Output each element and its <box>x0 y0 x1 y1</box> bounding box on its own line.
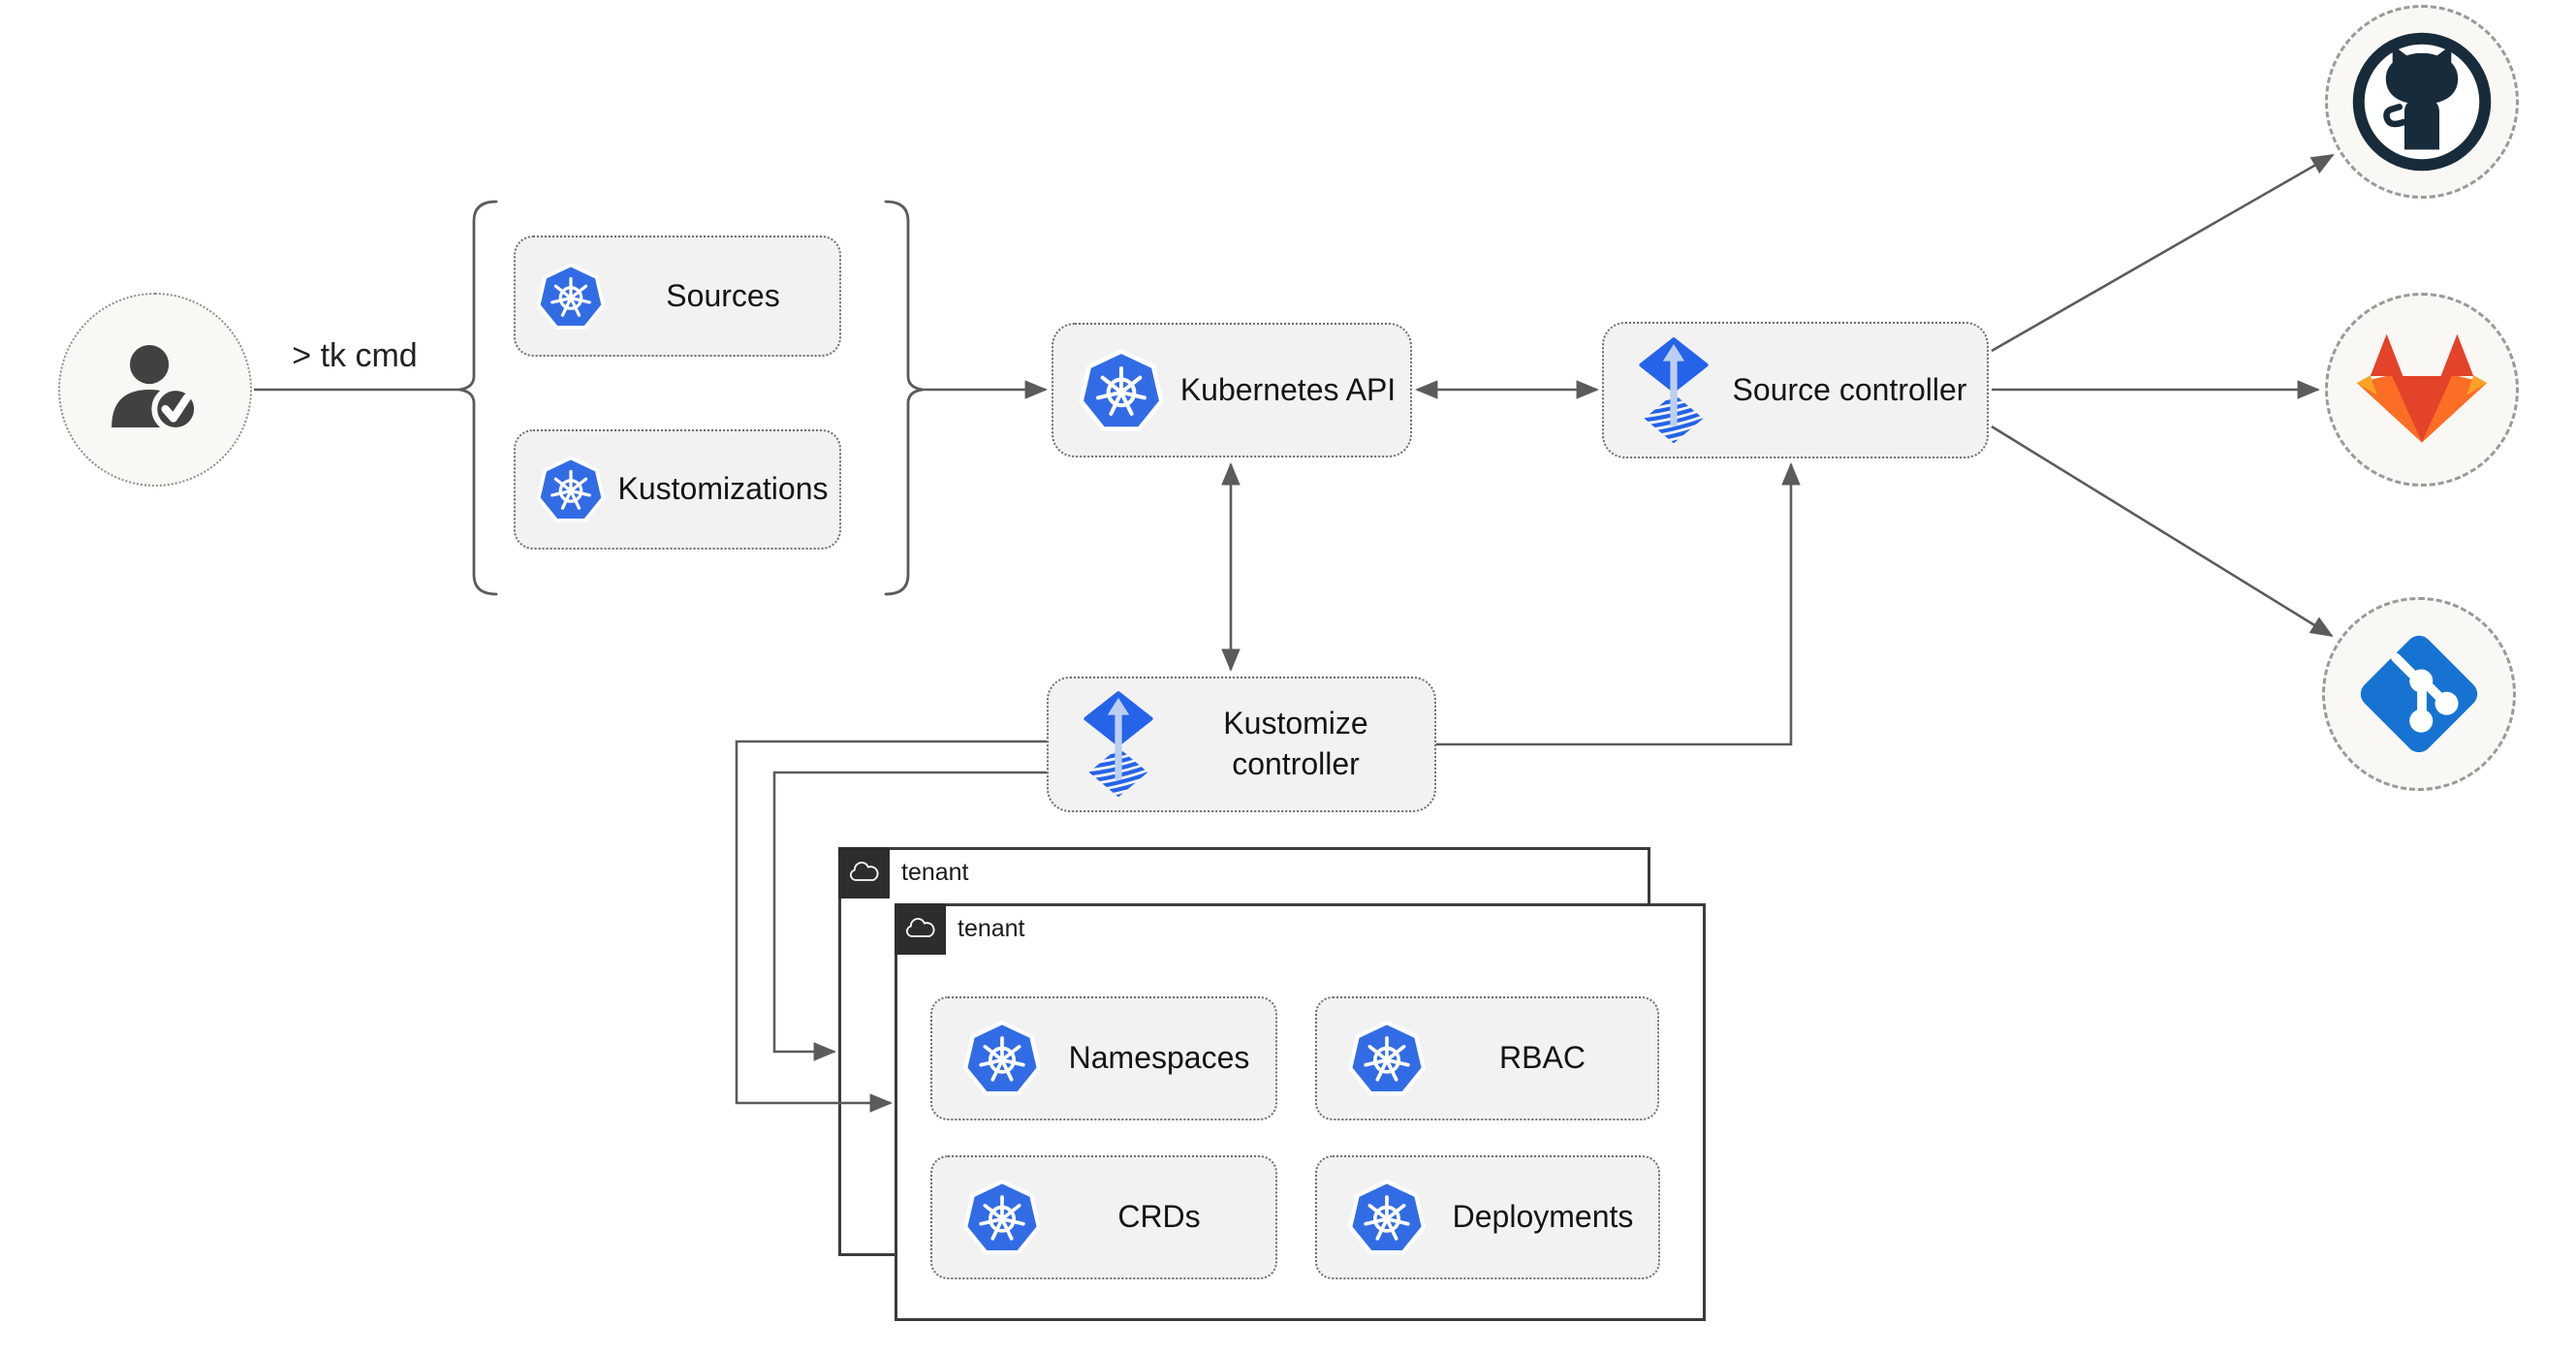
source-controller-node: Source controller <box>1602 322 1989 458</box>
namespaces-node: Namespaces <box>930 996 1277 1120</box>
namespaces-label: Namespaces <box>1068 1040 1250 1076</box>
sources-label: Sources <box>666 277 780 313</box>
cloud-icon <box>849 862 878 881</box>
gitlab-tanuki-icon <box>2356 333 2488 443</box>
deployments-label: Deployments <box>1452 1199 1634 1235</box>
arrow-source-to-github <box>1991 153 2335 353</box>
arrow-source-to-git <box>1991 425 2334 638</box>
sources-node: Sources <box>514 236 841 357</box>
tenant-label: tenant <box>958 915 1025 942</box>
kubernetes-api-label: Kubernetes API <box>1179 371 1397 407</box>
rbac-node: RBAC <box>1315 996 1659 1120</box>
rbac-label: RBAC <box>1499 1040 1586 1076</box>
flux-icon <box>1639 336 1709 443</box>
github-remote <box>2325 5 2519 199</box>
kustomize-controller-node: Kustomize controller <box>1047 677 1436 812</box>
tenant-label: tenant <box>901 859 969 886</box>
kubernetes-icon <box>536 263 606 330</box>
git-branch-icon <box>2360 635 2478 753</box>
crds-node: CRDs <box>930 1155 1277 1279</box>
source-controller-label: Source controller <box>1732 371 1967 407</box>
kubernetes-icon <box>536 456 606 522</box>
kustomize-controller-label: Kustomize controller <box>1223 706 1368 781</box>
bracket-right <box>884 200 925 596</box>
kubernetes-icon <box>1348 1020 1426 1096</box>
kubernetes-api-node: Kubernetes API <box>1052 323 1412 457</box>
kustomizations-node: Kustomizations <box>514 429 841 550</box>
tenant-header <box>895 903 946 955</box>
user-check-icon <box>111 344 201 433</box>
kubernetes-icon <box>963 1179 1041 1255</box>
kubernetes-icon <box>963 1020 1041 1096</box>
user-avatar <box>58 293 252 487</box>
bracket-left <box>457 200 498 596</box>
kubernetes-icon <box>1348 1179 1426 1255</box>
cloud-icon <box>905 918 934 937</box>
arrow-kustomize-to-source-controller <box>1436 462 1801 746</box>
github-octocat-icon <box>2352 32 2492 172</box>
kustomizations-label: Kustomizations <box>617 471 829 507</box>
git-remote <box>2322 597 2516 791</box>
deployments-node: Deployments <box>1315 1155 1660 1279</box>
flux-icon <box>1084 691 1153 798</box>
tenant-header <box>838 847 890 898</box>
crds-label: CRDs <box>1117 1199 1201 1235</box>
kubernetes-icon <box>1079 348 1164 431</box>
cli-command-label: > tk cmd <box>292 337 418 374</box>
gitlab-remote <box>2325 293 2519 487</box>
